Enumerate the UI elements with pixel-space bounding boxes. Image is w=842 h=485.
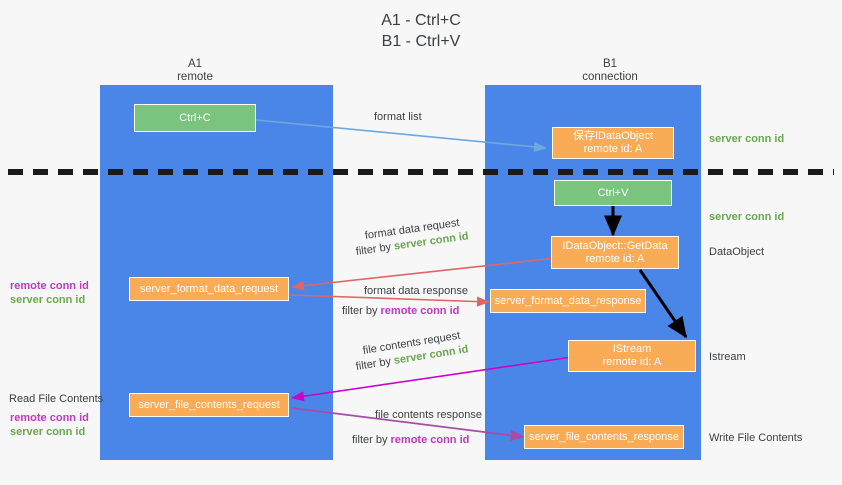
- box-server-file-contents-response[interactable]: server_file_contents_response: [524, 425, 684, 449]
- caption-format-data-request-prefix: filter by: [355, 240, 395, 258]
- box-save-idataobject-line1: 保存IDataObject: [572, 130, 654, 142]
- lane-header-b1-name: B1: [602, 58, 618, 70]
- box-getdata[interactable]: IDataObject::GetData remote id: A: [551, 236, 679, 269]
- box-server-format-data-request[interactable]: server_format_data_request: [129, 277, 289, 301]
- box-save-idataobject[interactable]: 保存IDataObject remote id: A: [552, 127, 674, 159]
- lane-header-b1-sub: connection: [582, 71, 638, 83]
- box-save-idataobject-line2: remote id: A: [583, 143, 643, 155]
- box-server-format-data-request-label: server_format_data_request: [139, 282, 279, 295]
- lane-header-a1: A1 remote: [130, 58, 260, 84]
- right-label-istream: Istream: [709, 351, 746, 363]
- caption-format-data-response-line1: format data response: [364, 285, 468, 297]
- left-label-server-conn-id-2: server conn id: [10, 426, 86, 438]
- caption-format-data-response-keyword: remote conn id: [380, 305, 460, 317]
- caption-file-contents-response-line1: file contents response: [375, 409, 483, 421]
- right-label-write-file-contents: Write File Contents: [709, 432, 803, 444]
- lane-header-a1-name: A1: [187, 58, 203, 70]
- box-ctrl-c-label: Ctrl+C: [179, 111, 211, 124]
- box-ctrl-v[interactable]: Ctrl+V: [554, 180, 672, 206]
- page-title: A1 - Ctrl+C B1 - Ctrl+V: [381, 12, 461, 50]
- left-label-remote-conn-id-2: remote conn id: [10, 412, 89, 424]
- box-server-file-contents-request[interactable]: server_file_contents_request: [129, 393, 289, 417]
- box-ctrl-v-label: Ctrl+V: [597, 186, 629, 199]
- left-label-read-file-contents: Read File Contents: [9, 393, 104, 405]
- box-istream-line2: remote id: A: [602, 356, 662, 368]
- box-getdata-line2: remote id: A: [585, 252, 645, 265]
- caption-file-contents-response-prefix: filter by: [352, 434, 391, 446]
- box-istream[interactable]: IStream remote id: A: [568, 340, 696, 372]
- caption-file-contents-response-keyword: remote conn id: [390, 434, 470, 446]
- box-ctrl-c[interactable]: Ctrl+C: [134, 104, 256, 132]
- caption-file-contents-response-line2: filter by remote conn id: [352, 433, 469, 448]
- lane-header-b1: B1 connection: [545, 58, 675, 84]
- box-server-file-contents-request-label: server_file_contents_request: [138, 398, 280, 411]
- caption-file-contents-request-prefix: filter by: [354, 355, 395, 373]
- right-label-dataobject: DataObject: [709, 246, 765, 258]
- left-label-remote-conn-id-1: remote conn id: [10, 280, 89, 292]
- box-istream-line1: IStream: [612, 343, 652, 355]
- caption-format-data-response-prefix: filter by: [342, 305, 381, 317]
- right-label-server-conn-id-1: server conn id: [709, 133, 785, 145]
- lane-header-a1-sub: remote: [177, 71, 213, 83]
- box-getdata-line1: IDataObject::GetData: [562, 239, 668, 252]
- left-label-server-conn-id-1: server conn id: [10, 294, 86, 306]
- caption-format-data-response-line2: filter by remote conn id: [342, 304, 459, 319]
- box-server-format-data-response-label: server_format_data_response: [494, 294, 642, 307]
- box-server-format-data-response[interactable]: server_format_data_response: [490, 289, 646, 313]
- caption-format-list: format list: [374, 111, 422, 123]
- box-server-file-contents-response-label: server_file_contents_response: [529, 430, 679, 443]
- right-label-server-conn-id-2: server conn id: [709, 211, 785, 223]
